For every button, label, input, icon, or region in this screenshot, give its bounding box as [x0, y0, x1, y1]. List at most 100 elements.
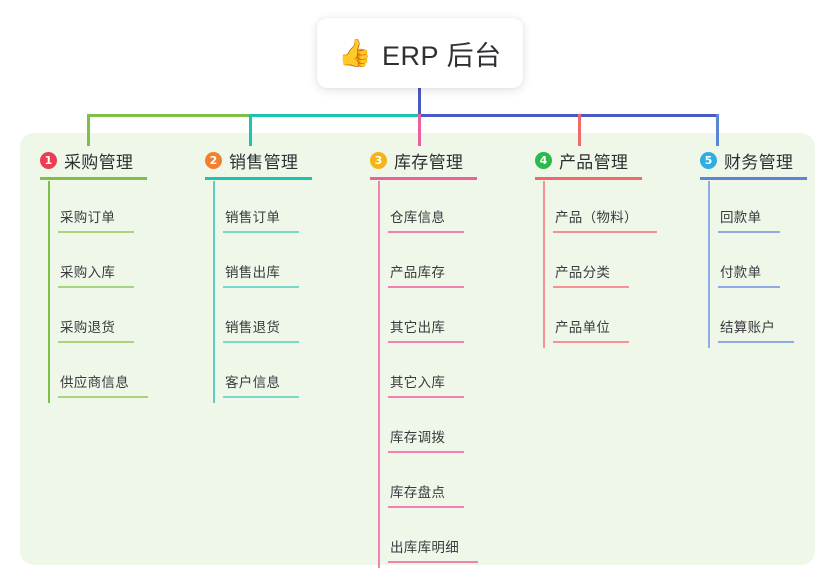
leaf-node[interactable]: 产品（物料） [553, 206, 657, 233]
leaf-label: 库存盘点 [390, 485, 446, 500]
leaf-node[interactable]: 销售出库 [223, 261, 299, 288]
branch-badge-3: 3 [370, 151, 387, 169]
root-node[interactable]: 👍 ERP 后台 [317, 18, 523, 88]
leaf-label: 产品库存 [390, 265, 446, 280]
branch-column-4: 4 产品管理 产品（物料） 产品分类 产品单位 [535, 148, 705, 348]
branch-title-5: 财务管理 [724, 152, 794, 172]
leaf-node[interactable]: 采购入库 [58, 261, 134, 288]
leaf-label: 采购退货 [60, 320, 116, 335]
branch-column-5: 5 财务管理 回款单 付款单 结算账户 [700, 148, 839, 348]
leaf-node[interactable]: 出库库明细 [388, 536, 478, 563]
connector-drop-1 [87, 114, 90, 146]
branch-spine-2 [213, 181, 215, 403]
leaf-underline [718, 286, 780, 288]
leaf-node[interactable]: 仓库信息 [388, 206, 464, 233]
leaf-underline [388, 451, 464, 453]
leaf-label: 产品单位 [555, 320, 611, 335]
branch-header-2[interactable]: 2 销售管理 [205, 148, 355, 172]
branch-column-3: 3 库存管理 仓库信息 产品库存 其它出库 其它入库 库存调拨 库存盘点 [370, 148, 530, 568]
leaf-label: 采购订单 [60, 210, 116, 225]
leaf-label: 结算账户 [720, 320, 776, 335]
leaf-underline [223, 231, 299, 233]
leaf-underline [223, 396, 299, 398]
branch-badge-5: 5 [700, 151, 717, 169]
branch-title-1: 采购管理 [64, 152, 134, 172]
connector-drop-2 [249, 114, 252, 146]
leaf-label: 产品（物料） [555, 210, 638, 225]
leaf-underline [388, 231, 464, 233]
leaf-underline [58, 396, 148, 398]
leaf-underline [223, 341, 299, 343]
connector-root-stem [418, 88, 421, 116]
connector-drop-5 [716, 114, 719, 146]
leaf-label: 产品分类 [555, 265, 611, 280]
leaf-label: 库存调拨 [390, 430, 446, 445]
root-node-title: ERP 后台 [382, 40, 502, 71]
leaf-label: 供应商信息 [60, 375, 129, 390]
leaf-node[interactable]: 其它入库 [388, 371, 464, 398]
leaf-label: 仓库信息 [390, 210, 446, 225]
leaf-node[interactable]: 销售退货 [223, 316, 299, 343]
leaf-underline [388, 286, 464, 288]
branch-underline-3 [370, 177, 477, 180]
branch-underline-1 [40, 177, 147, 180]
branch-header-4[interactable]: 4 产品管理 [535, 148, 705, 172]
branch-title-3: 库存管理 [394, 152, 464, 172]
branch-header-1[interactable]: 1 采购管理 [40, 148, 190, 172]
branch-underline-4 [535, 177, 642, 180]
connector-trunk-segment-2 [249, 114, 420, 117]
leaf-label: 其它出库 [390, 320, 446, 335]
leaf-node[interactable]: 结算账户 [718, 316, 794, 343]
leaf-underline [388, 506, 464, 508]
leaf-underline [718, 231, 780, 233]
branch-underline-2 [205, 177, 312, 180]
branch-underline-5 [700, 177, 807, 180]
branch-spine-3 [378, 181, 380, 568]
branch-header-3[interactable]: 3 库存管理 [370, 148, 530, 172]
leaf-node[interactable]: 采购订单 [58, 206, 134, 233]
leaf-underline [58, 231, 134, 233]
leaf-node[interactable]: 库存调拨 [388, 426, 464, 453]
leaf-label: 销售订单 [225, 210, 281, 225]
leaf-node[interactable]: 客户信息 [223, 371, 299, 398]
leaf-underline [553, 341, 629, 343]
leaf-label: 客户信息 [225, 375, 281, 390]
leaf-underline [553, 231, 657, 233]
leaf-node[interactable]: 库存盘点 [388, 481, 464, 508]
branch-badge-2: 2 [205, 151, 222, 169]
leaf-underline [388, 561, 478, 563]
leaf-underline [223, 286, 299, 288]
leaf-label: 出库库明细 [390, 540, 459, 555]
leaf-node[interactable]: 付款单 [718, 261, 780, 288]
connector-trunk-segment-3 [418, 114, 718, 117]
leaf-node[interactable]: 采购退货 [58, 316, 134, 343]
leaf-underline [58, 286, 134, 288]
leaf-node[interactable]: 产品单位 [553, 316, 629, 343]
leaf-label: 回款单 [720, 210, 762, 225]
leaf-label: 采购入库 [60, 265, 116, 280]
branch-column-1: 1 采购管理 采购订单 采购入库 采购退货 供应商信息 [40, 148, 190, 403]
leaf-label: 销售出库 [225, 265, 281, 280]
branch-title-2: 销售管理 [229, 152, 299, 172]
leaf-underline [388, 341, 464, 343]
branch-header-5[interactable]: 5 财务管理 [700, 148, 839, 172]
branch-spine-5 [708, 181, 710, 348]
branch-spine-1 [48, 181, 50, 403]
connector-trunk-segment-1 [87, 114, 251, 117]
connector-drop-4 [578, 114, 581, 146]
leaf-label: 付款单 [720, 265, 762, 280]
leaf-label: 销售退货 [225, 320, 281, 335]
diagram-panel [20, 133, 815, 565]
leaf-node[interactable]: 供应商信息 [58, 371, 148, 398]
leaf-underline [388, 396, 464, 398]
leaf-node[interactable]: 其它出库 [388, 316, 464, 343]
leaf-node[interactable]: 产品分类 [553, 261, 629, 288]
branch-badge-1: 1 [40, 151, 57, 169]
leaf-node[interactable]: 回款单 [718, 206, 780, 233]
leaf-node[interactable]: 产品库存 [388, 261, 464, 288]
branch-spine-4 [543, 181, 545, 348]
branch-badge-4: 4 [535, 151, 552, 169]
leaf-underline [58, 341, 134, 343]
leaf-node[interactable]: 销售订单 [223, 206, 299, 233]
